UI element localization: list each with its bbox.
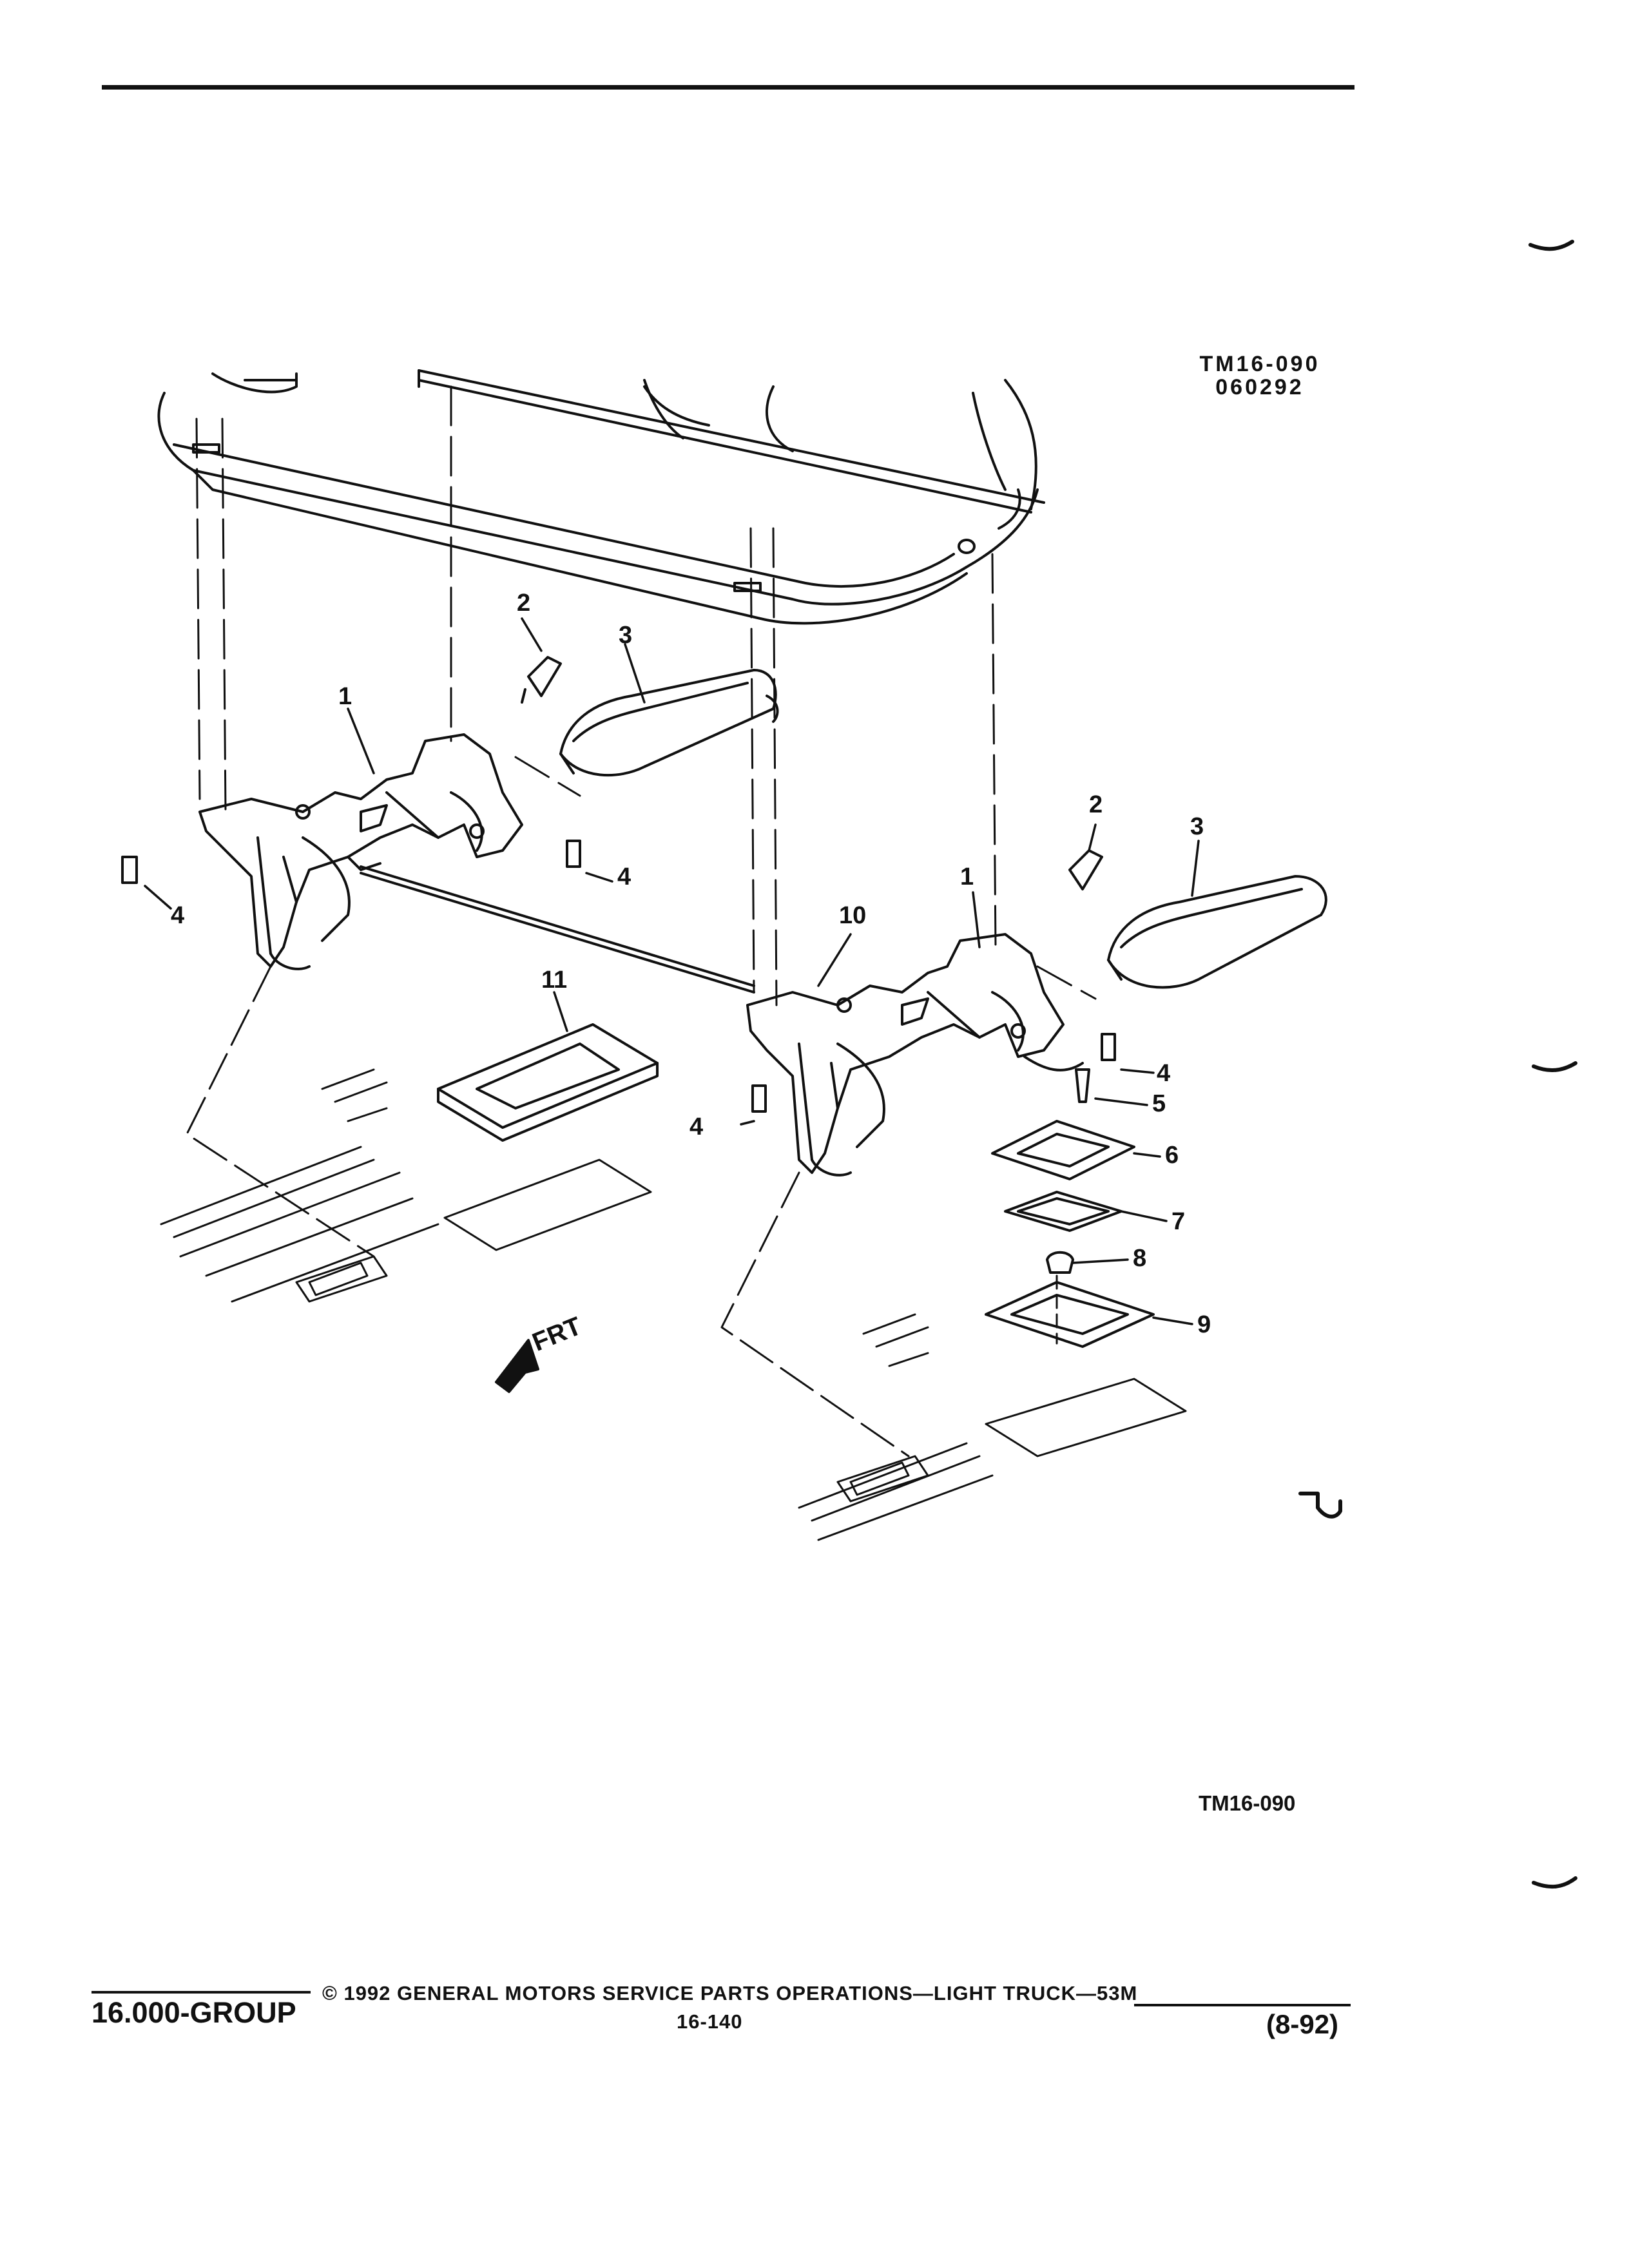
diagram-code-number: TM16-090 (1199, 352, 1320, 376)
connecting-cable (360, 865, 755, 994)
top-rule (102, 85, 1354, 90)
callout-4-bottom: 4 (689, 1113, 704, 1140)
callout-9: 9 (1197, 1311, 1211, 1338)
seat-cushion (157, 369, 1045, 625)
callout-2-right: 2 (1089, 791, 1103, 818)
callout-3-right: 3 (1190, 813, 1204, 840)
front-arrow-icon (495, 1339, 539, 1393)
gasket-stack (985, 1120, 1155, 1348)
callout-7: 7 (1171, 1208, 1186, 1235)
callout-6: 6 (1165, 1142, 1179, 1169)
callout-10: 10 (839, 902, 867, 929)
footer-rule-left (92, 1991, 311, 1994)
edge-mark-top (1528, 240, 1574, 251)
callout-1-left: 1 (338, 683, 352, 710)
figure-caption: TM16-090 (1199, 1791, 1296, 1815)
floor-lines (160, 1068, 1187, 1541)
callout-8: 8 (1133, 1245, 1147, 1272)
callout-4-far-left: 4 (171, 902, 185, 929)
right-adjuster-cover (1107, 875, 1327, 989)
edge-mark-bottom (1532, 1876, 1577, 1889)
diagram-code-date: 060292 (1215, 374, 1304, 399)
page-number: 16-140 (677, 2010, 743, 2033)
bolts (121, 656, 1116, 1274)
diagram-code: TM16-090 060292 (1179, 352, 1340, 399)
callout-2-left: 2 (517, 590, 531, 617)
callout-3-left: 3 (619, 622, 633, 649)
callout-4-lower-right: 4 (1157, 1060, 1171, 1087)
left-adjuster-cover (559, 669, 779, 777)
callout-4-center-left: 4 (617, 863, 631, 890)
callout-5: 5 (1152, 1090, 1166, 1117)
right-seat-adjuster (746, 933, 1084, 1177)
group-label: 16.000-GROUP (92, 1996, 296, 2029)
copyright-line: © 1992 GENERAL MOTORS SERVICE PARTS OPER… (322, 1982, 1138, 2004)
leader-lines (144, 617, 1200, 1325)
callout-1-right: 1 (960, 863, 974, 890)
footer-rule-right (1134, 2004, 1351, 2006)
revision-date: (8-92) (1266, 2009, 1339, 2039)
edge-mark-middle (1532, 1061, 1577, 1072)
corner-mark-icon (1298, 1492, 1342, 1519)
left-seat-adjuster (198, 733, 523, 970)
callout-11: 11 (541, 966, 568, 994)
alignment-lines (195, 385, 1097, 1006)
left-floor-pad (437, 1023, 659, 1142)
projection-lines (186, 965, 910, 1457)
